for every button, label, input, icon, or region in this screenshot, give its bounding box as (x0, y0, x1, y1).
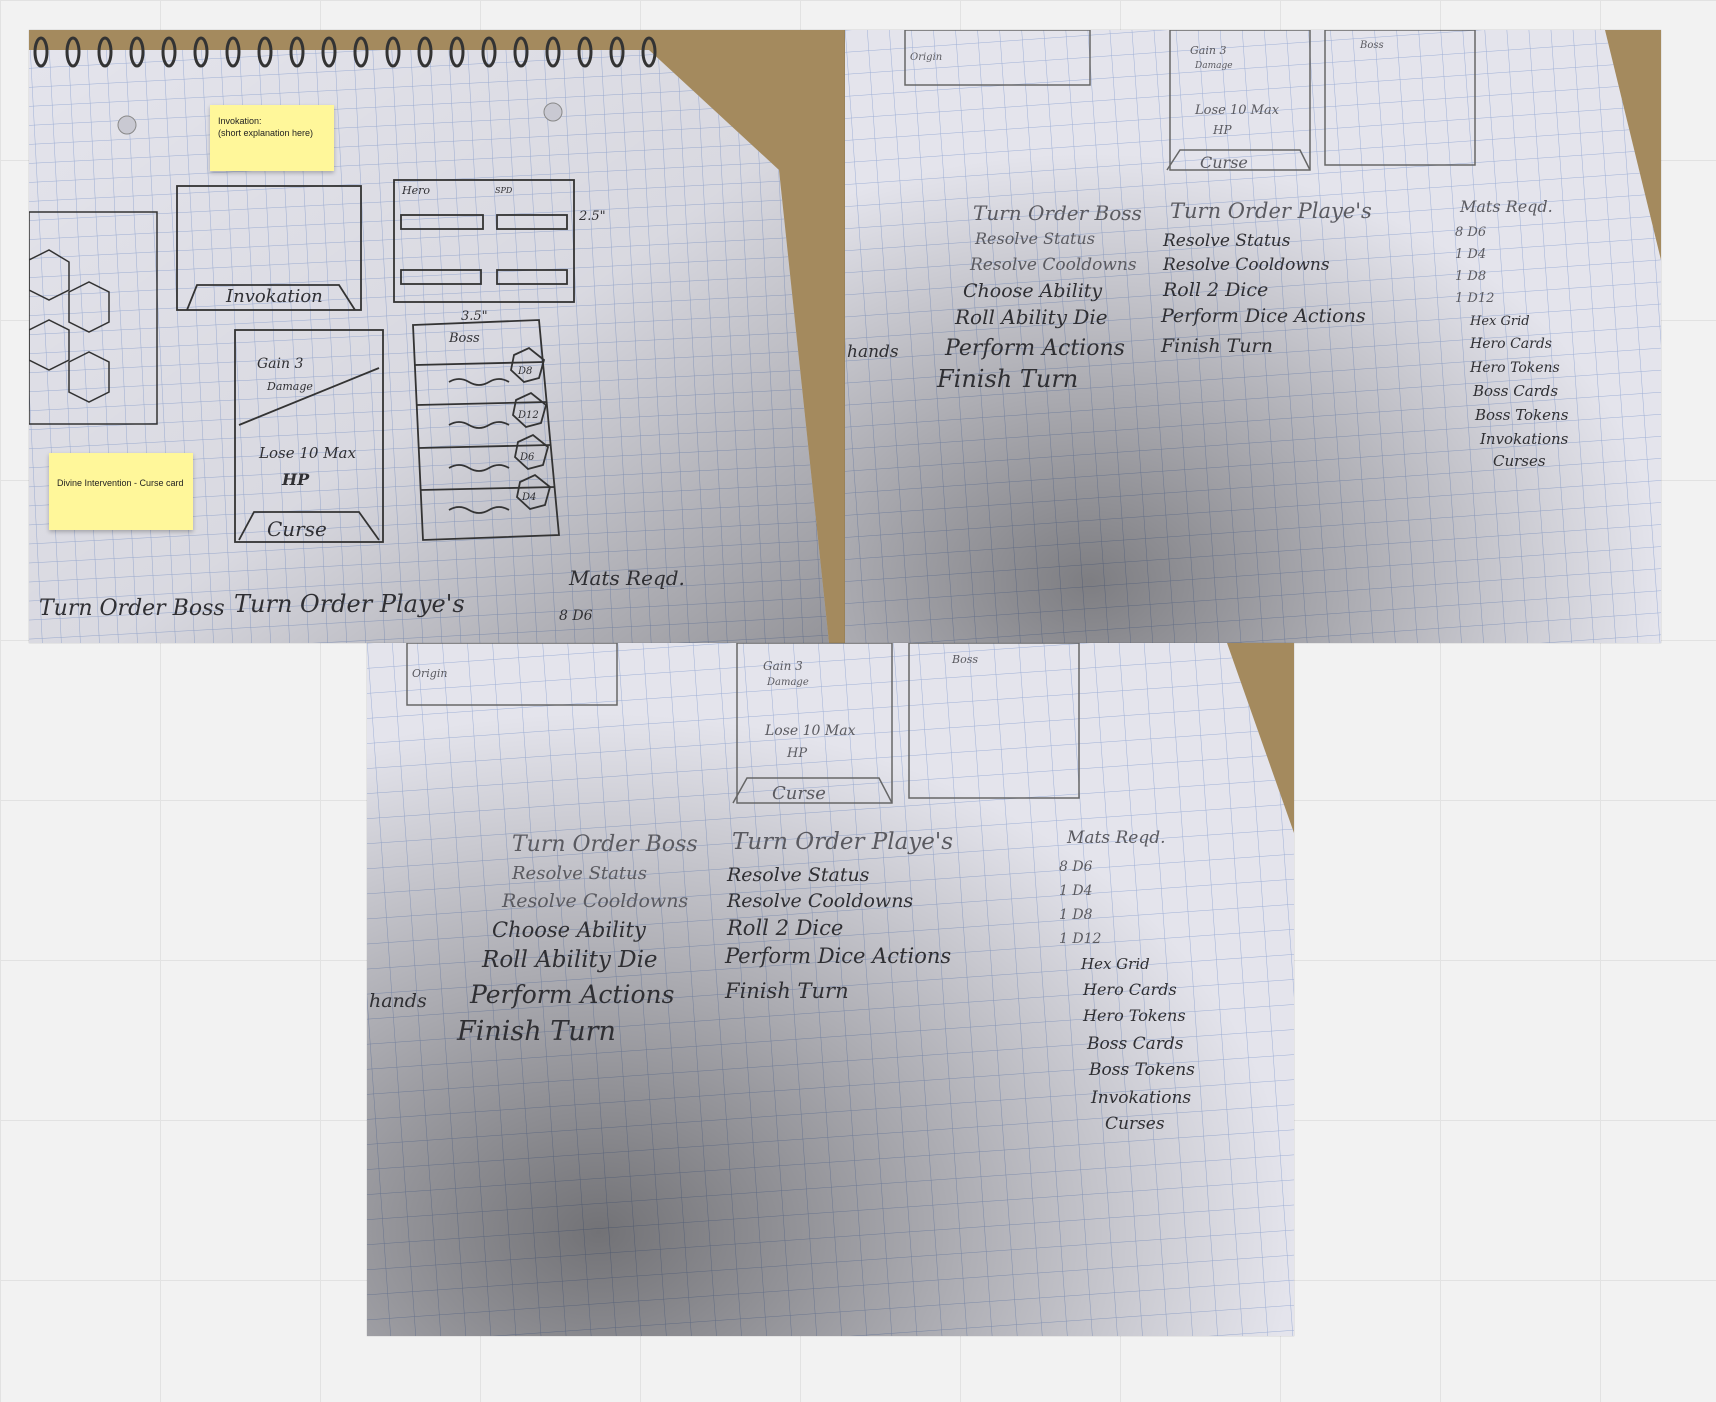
player-step-2: Resolve Cooldowns (726, 890, 913, 912)
turn-order-boss-heading: Turn Order Boss (973, 201, 1142, 225)
boss-label: Boss (1359, 40, 1384, 51)
mats-item-10: Invokations (1479, 430, 1569, 448)
mats-item-6: Hero Cards (1469, 336, 1552, 352)
dim-width: 3.5" (461, 309, 488, 324)
player-step-4: Perform Dice Actions (1160, 305, 1366, 327)
mats-first: 8 D6 (559, 608, 593, 624)
turn-order-players-heading: Turn Order Playe's (1170, 199, 1372, 223)
photo-turn-order-1[interactable]: Origin Gain 3 Damage Lose 10 Max HP Curs… (845, 30, 1661, 643)
invokation-card-sketch (176, 185, 362, 311)
lose-line2: HP (786, 746, 807, 761)
boss-step-2: Resolve Cooldowns (501, 890, 688, 912)
gain-line2: Damage (1194, 61, 1233, 71)
dim-height: 2.5" (578, 209, 606, 224)
mats-heading: Mats Reqd. (568, 566, 685, 590)
mats-item-7: Hero Tokens (1469, 360, 1560, 376)
player-step-3: Roll 2 Dice (726, 916, 843, 940)
die-d4: D4 (521, 492, 536, 503)
boss-step-5: Perform Actions (944, 336, 1125, 361)
boss-step-2: Resolve Cooldowns (969, 255, 1137, 275)
sticky-divine-text: Divine Intervention - Curse card (57, 478, 184, 488)
mats-item-7: Hero Tokens (1082, 1006, 1186, 1025)
boss-step-4: Roll Ability Die (481, 947, 658, 973)
player-step-5: Finish Turn (1160, 335, 1273, 357)
mats-item-5: Hex Grid (1469, 314, 1530, 329)
mats-item-2: 1 D4 (1455, 247, 1486, 262)
gain-line2: Damage (266, 380, 313, 393)
curse-card-sketch (234, 329, 384, 543)
lose-line1: Lose 10 Max (258, 444, 356, 462)
mats-item-9: Boss Tokens (1088, 1060, 1195, 1080)
boss-step-6: Finish Turn (456, 1016, 616, 1047)
invokation-label: Invokation (225, 286, 323, 307)
curse-label: Curse (772, 783, 826, 804)
boss-step-5: Perform Actions (469, 980, 674, 1009)
lose-line2: HP (1212, 123, 1232, 137)
mats-item-5: Hex Grid (1080, 955, 1150, 973)
gain-line1: Gain 3 (763, 659, 803, 673)
player-step-1: Resolve Status (1162, 231, 1291, 251)
boss-step-6: Finish Turn (936, 365, 1078, 393)
boss-step-1: Resolve Status (974, 229, 1095, 248)
sticky-invokation-title: Invokation: (218, 116, 262, 126)
player-step-4: Perform Dice Actions (724, 944, 951, 968)
mats-item-2: 1 D4 (1059, 883, 1093, 899)
die-d8: D8 (517, 366, 532, 377)
turn-order-players-heading: Turn Order Playe's (732, 829, 953, 855)
boss-step-3: Choose Ability (492, 918, 647, 942)
lose-line1: Lose 10 Max (764, 723, 856, 739)
player-step-1: Resolve Status (726, 864, 870, 886)
boss-label: Boss (448, 331, 480, 346)
photo-cards-sketch[interactable]: Invokation Hero SPD 2.5" 3.5" Gain 3 Dam… (29, 30, 845, 643)
mats-item-6: Hero Cards (1082, 980, 1177, 999)
mats-item-9: Boss Tokens (1474, 406, 1569, 424)
gain-line1: Gain 3 (1190, 44, 1226, 57)
die-d6: D6 (519, 452, 535, 463)
turn-order-players-heading: Turn Order Playe's (234, 590, 465, 618)
mats-item-1: 8 D6 (1455, 225, 1486, 240)
turn-order-boss-heading: Turn Order Boss (39, 596, 225, 621)
player-step-3: Roll 2 Dice (1162, 279, 1268, 301)
sticky-invokation-body: (short explanation here) (218, 128, 314, 139)
sticky-note-divine-intervention[interactable]: Divine Intervention - Curse card (49, 453, 193, 530)
mats-item-11: Curses (1493, 452, 1546, 470)
mats-item-3: 1 D8 (1059, 907, 1093, 923)
die-d12: D12 (517, 410, 539, 421)
boss-card-sketch (412, 319, 560, 541)
hex-grid-sketch (29, 211, 158, 425)
mats-item-4: 1 D12 (1455, 291, 1494, 306)
player-step-2: Resolve Cooldowns (1162, 255, 1330, 275)
lose-line2: HP (281, 470, 310, 489)
photo-turn-order-2[interactable]: Origin Gain 3 Damage Lose 10 Max HP Curs… (367, 643, 1294, 1336)
mats-heading: Mats Reqd. (1459, 197, 1553, 216)
curse-label: Curse (1200, 153, 1248, 172)
mats-item-8: Boss Cards (1472, 382, 1558, 400)
mats-item-10: Invokations (1090, 1088, 1191, 1108)
spiral-binding (33, 36, 657, 68)
turn-order-boss-heading: Turn Order Boss (512, 832, 698, 857)
mats-item-1: 8 D6 (1059, 859, 1093, 875)
gain-line2: Damage (766, 677, 809, 688)
mats-item-8: Boss Cards (1086, 1034, 1184, 1054)
hero-card-sketch (393, 179, 575, 303)
hero-label: Hero (401, 184, 430, 197)
player-step-5: Finish Turn (724, 979, 849, 1003)
origin-label: Origin (910, 52, 942, 63)
lose-line1: Lose 10 Max (1194, 103, 1280, 118)
mats-item-11: Curses (1105, 1114, 1165, 1134)
hands-label: hands (847, 342, 899, 362)
curse-label: Curse (267, 517, 327, 541)
mats-item-3: 1 D8 (1455, 269, 1486, 284)
mats-heading: Mats Reqd. (1066, 828, 1166, 848)
boss-step-4: Roll Ability Die (954, 305, 1108, 329)
origin-label: Origin (412, 667, 447, 680)
mats-item-4: 1 D12 (1059, 931, 1101, 947)
hands-label: hands (369, 990, 427, 1012)
hero-small-label: SPD (495, 186, 513, 195)
boss-label: Boss (951, 653, 978, 666)
boss-step-3: Choose Ability (963, 280, 1102, 302)
boss-step-1: Resolve Status (511, 863, 647, 884)
gain-line1: Gain 3 (257, 356, 303, 372)
sticky-note-invokation[interactable]: Invokation: (short explanation here) (210, 105, 334, 171)
